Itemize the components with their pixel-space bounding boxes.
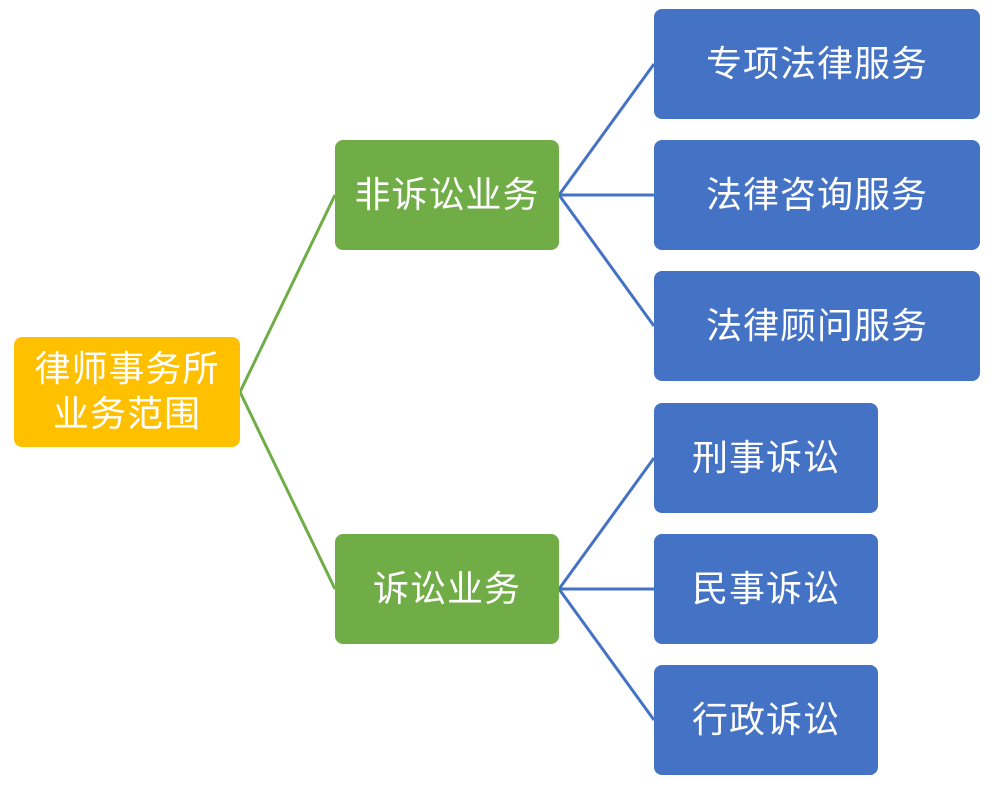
branch-node-non-litigation: 非诉讼业务 [335, 140, 559, 250]
connector-root-branch-0 [238, 194, 337, 393]
connector-branch-1-leaf-0 [557, 457, 656, 590]
leaf-node: 民事诉讼 [654, 534, 878, 644]
root-node: 律师事务所 业务范围 [14, 337, 240, 447]
leaf-node: 法律顾问服务 [654, 271, 980, 381]
branch-node-litigation: 诉讼业务 [335, 534, 559, 644]
connector-branch-0-leaf-0 [557, 63, 656, 196]
leaf-node: 专项法律服务 [654, 9, 980, 119]
connector-branch-0-leaf-2 [557, 194, 656, 327]
connector-branch-1-leaf-2 [557, 588, 656, 721]
leaf-node: 刑事诉讼 [654, 403, 878, 513]
connector-root-branch-1 [238, 391, 337, 590]
leaf-node: 行政诉讼 [654, 665, 878, 775]
leaf-node: 法律咨询服务 [654, 140, 980, 250]
